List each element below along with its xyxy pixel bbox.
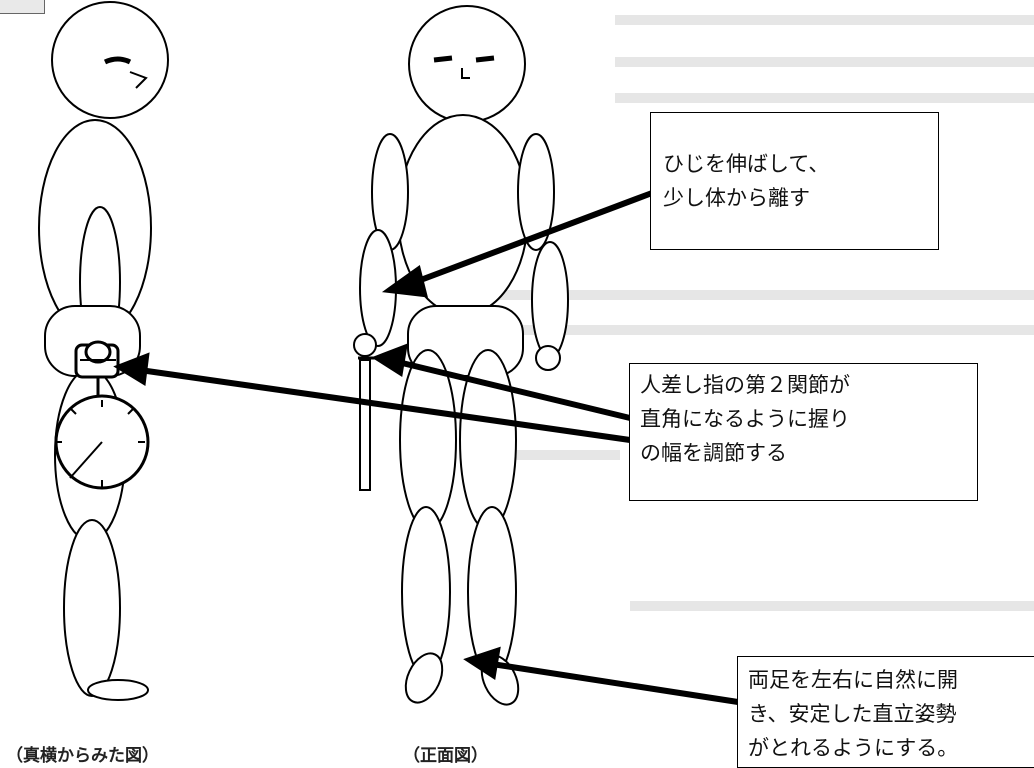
callout-feet-line-1: 両足を左右に自然に開 — [748, 668, 958, 692]
side-dynamometer — [54, 340, 150, 490]
elbow-arrow — [408, 190, 654, 287]
callout-arrows — [113, 190, 739, 705]
finger-arrow-1 — [397, 359, 631, 421]
callout-feet: 両足を左右に自然に開 き、安定した直立姿勢 がとれるようにする。 — [737, 656, 1034, 768]
callout-finger-line-2: 直角になるように握り — [640, 407, 850, 431]
side-view-figure — [38, 1, 169, 701]
front-right-upper-arm — [517, 133, 555, 251]
dynamometer-needle — [69, 441, 103, 479]
front-eye-left — [433, 55, 453, 63]
front-left-hand — [353, 333, 377, 357]
side-eye — [103, 56, 132, 65]
elbow-arrowhead — [381, 264, 428, 298]
front-right-forearm — [531, 241, 569, 359]
front-nose — [461, 68, 470, 79]
finger-arrow-2-head — [113, 352, 150, 386]
feet-arrowhead — [463, 646, 501, 681]
caption-side-view: （真横からみた図） — [6, 746, 159, 766]
front-dynamometer — [353, 333, 378, 491]
callout-finger-line-1: 人差し指の第２関節が — [640, 373, 850, 397]
front-view-figure — [353, 5, 569, 706]
front-eye-right — [475, 55, 495, 63]
finger-arrow-1-head — [371, 343, 408, 377]
callout-elbow-line-1: ひじを伸ばして、 — [663, 152, 830, 176]
front-head — [408, 5, 526, 123]
callout-feet-line-2: き、安定した直立姿勢 — [748, 702, 957, 726]
front-right-fist — [535, 345, 561, 371]
front-left-foot — [404, 652, 444, 704]
callout-finger: 人差し指の第２関節が 直角になるように握り の幅を調節する — [629, 363, 978, 501]
bleed-through-background — [480, 15, 1034, 611]
side-nose — [129, 71, 148, 89]
front-dynamometer-rod — [359, 359, 371, 491]
caption-front-view: （正面図） — [403, 746, 488, 766]
side-foot — [87, 679, 149, 701]
callout-finger-line-3: の幅を調節する — [640, 441, 787, 465]
corner-tab — [0, 0, 45, 14]
callout-feet-line-3: がとれるようにする。 — [748, 736, 959, 760]
callout-elbow-line-2: 少し体から離す — [663, 186, 810, 210]
callout-elbow: ひじを伸ばして、 少し体から離す — [650, 112, 939, 250]
front-left-shin — [401, 506, 451, 678]
dynamometer-hand — [84, 340, 112, 364]
side-shin — [63, 519, 121, 697]
finger-arrow-2 — [139, 367, 631, 443]
feet-arrow — [491, 661, 739, 705]
